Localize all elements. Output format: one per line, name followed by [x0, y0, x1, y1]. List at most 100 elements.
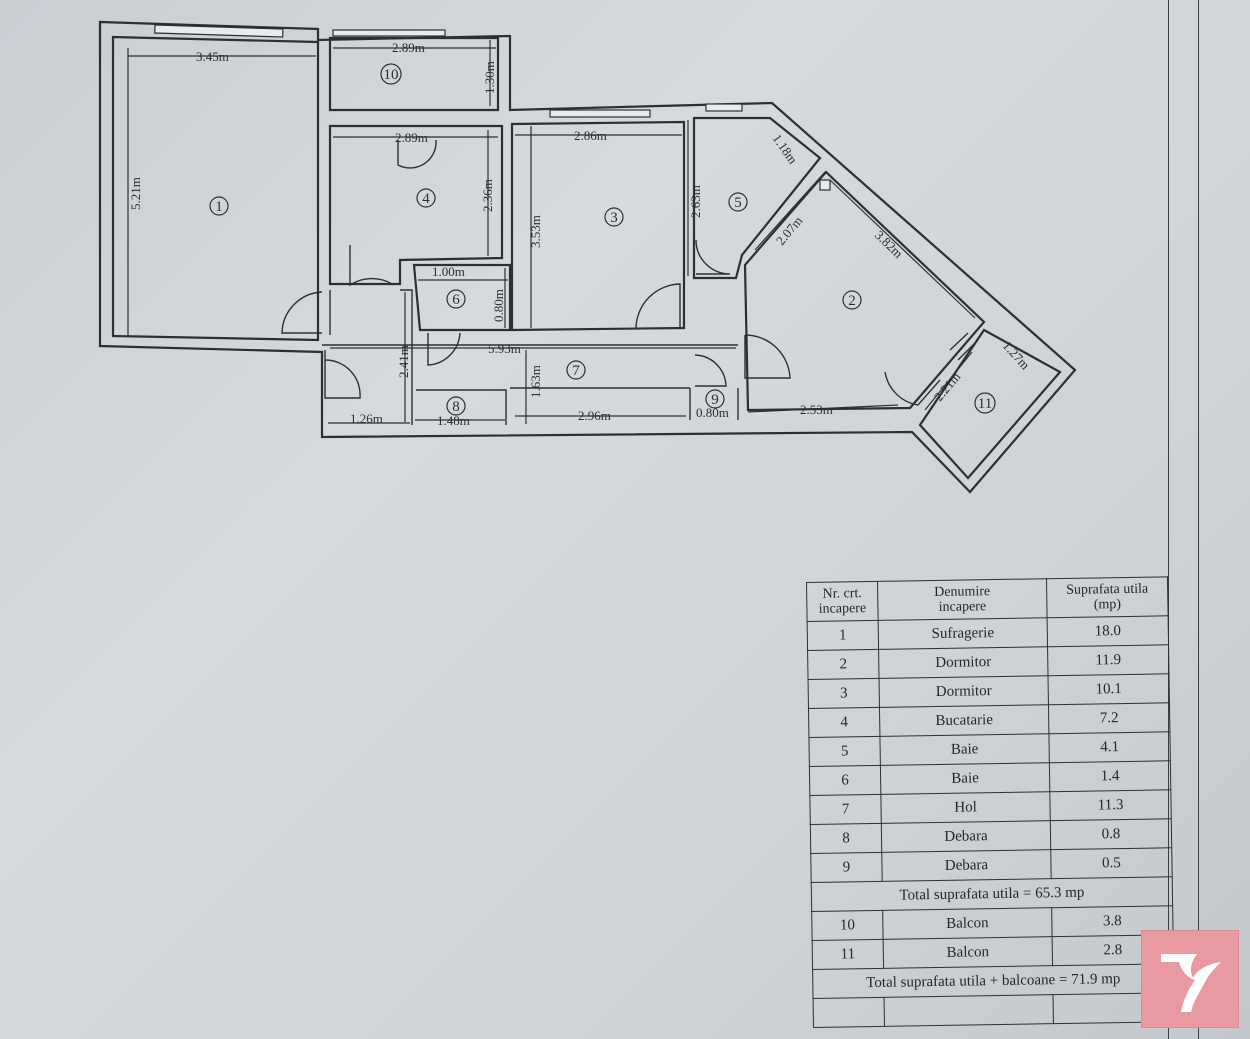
- cell-nr: 10: [811, 910, 884, 941]
- room-5-walls: [692, 116, 822, 280]
- svg-text:6: 6: [452, 292, 460, 308]
- dim-label: 1.26m: [350, 411, 383, 426]
- dim-label: 0.80m: [696, 405, 729, 420]
- cell-nr: 8: [810, 823, 882, 854]
- svg-text:1: 1: [215, 199, 223, 215]
- outer-wall: [98, 20, 1077, 494]
- dim-label: 1.00m: [432, 264, 465, 279]
- cell-name: Baie: [880, 762, 1050, 795]
- svg-text:2: 2: [848, 293, 856, 309]
- cell-nr: 11: [812, 939, 884, 970]
- header-nr: Nr. crt. incapere: [806, 581, 879, 622]
- dim-label: 2.21m: [931, 369, 964, 404]
- window: [549, 109, 651, 118]
- door: [949, 332, 976, 361]
- dim-label: 3.53m: [528, 215, 543, 248]
- bird-logo-icon: [1141, 930, 1239, 1028]
- svg-text:9: 9: [711, 392, 719, 408]
- door: [324, 350, 361, 399]
- cell-name: Baie: [879, 733, 1050, 766]
- room-10-walls: [328, 36, 500, 112]
- cell-name: Dormitor: [878, 646, 1049, 679]
- sheet-margin-line: [1168, 0, 1169, 1039]
- room-4-walls: [328, 124, 504, 286]
- door: [695, 239, 731, 275]
- door: [744, 334, 791, 379]
- dim-label: 2.41m: [396, 345, 411, 378]
- room-number-markers: 1 2 3 4 5 6 7 8 9 10 11: [209, 63, 996, 416]
- window: [819, 179, 831, 191]
- door: [884, 371, 941, 406]
- dim-label: 1.63m: [528, 365, 543, 398]
- cell-name: Dormitor: [879, 675, 1049, 708]
- dim-label: 5.21m: [128, 177, 143, 210]
- window: [705, 103, 743, 112]
- window: [332, 29, 446, 37]
- dim-label: 2.89m: [392, 40, 425, 55]
- dim-label: 2.53m: [800, 402, 833, 417]
- cell-nr: 2: [807, 649, 880, 680]
- cell-area: 0.8: [1050, 818, 1172, 850]
- cell-name: Hol: [880, 791, 1051, 824]
- dimension-lines: [127, 40, 976, 424]
- cell-area: 7.2: [1048, 702, 1170, 734]
- cell-nr: 5: [808, 736, 881, 767]
- dim-label: 1.30m: [482, 61, 497, 94]
- door: [349, 245, 393, 287]
- svg-text:4: 4: [422, 191, 430, 207]
- door: [281, 291, 323, 334]
- cell-nr: 1: [807, 620, 879, 651]
- cell-nr: 6: [809, 765, 881, 796]
- dim-label: 2.89m: [395, 130, 428, 145]
- cell-area: 11.3: [1049, 789, 1172, 821]
- svg-text:10: 10: [384, 67, 399, 83]
- dim-label: 2.96m: [578, 408, 611, 423]
- room-3-walls: [510, 120, 686, 332]
- dim-label: 2.63m: [688, 185, 703, 218]
- svg-text:7: 7: [572, 363, 580, 379]
- cell-area: 4.1: [1048, 731, 1171, 763]
- cell-nr: 4: [808, 707, 880, 738]
- cell-area: 1.4: [1049, 760, 1171, 792]
- cell-name: Debara: [881, 849, 1052, 882]
- cell-name: Balcon: [883, 936, 1053, 969]
- header-name: Denumire incapere: [877, 578, 1048, 621]
- table-header-row: Nr. crt. incapere Denumire incapere Supr…: [806, 576, 1169, 622]
- dim-label: 3.82m: [872, 227, 906, 261]
- window: [154, 24, 284, 38]
- room-6-walls: [412, 263, 512, 332]
- room-2-walls: [743, 170, 986, 412]
- dim-label: 5.93m: [488, 341, 521, 356]
- cell-name: Sufragerie: [878, 617, 1048, 650]
- svg-text:5: 5: [734, 195, 742, 211]
- cell-name: Balcon: [882, 907, 1053, 940]
- room-area-table: Nr. crt. incapere Denumire incapere Supr…: [806, 576, 1175, 1028]
- dim-label: 1.18m: [770, 131, 801, 167]
- cell-area: 10.1: [1048, 673, 1170, 705]
- dim-label: 0.80m: [491, 289, 506, 322]
- bird-logo-glyph: [1161, 954, 1221, 1012]
- door: [397, 139, 437, 169]
- header-area: Suprafata utila (mp): [1046, 576, 1169, 618]
- cell-nr: 9: [810, 852, 883, 883]
- door: [427, 332, 461, 366]
- cell-name: Debara: [881, 820, 1051, 853]
- cell-nr: 7: [809, 794, 882, 825]
- sheet-margin-line: [1198, 0, 1199, 1039]
- hall-partitions: [322, 289, 739, 425]
- dim-label: 2.07m: [773, 213, 806, 248]
- cell-area: 18.0: [1047, 615, 1169, 647]
- cell-name: Bucatarie: [879, 704, 1049, 737]
- table-row: [813, 992, 1175, 1028]
- door: [694, 354, 727, 387]
- dim-label: 1.48m: [437, 413, 470, 428]
- cell-area: 0.5: [1050, 847, 1173, 879]
- svg-text:3: 3: [610, 210, 618, 226]
- svg-text:8: 8: [452, 399, 460, 415]
- svg-text:11: 11: [978, 396, 992, 412]
- dim-label: 3.45m: [196, 49, 229, 64]
- cell-nr: 3: [808, 678, 880, 709]
- cell-area: 11.9: [1047, 644, 1169, 676]
- door: [635, 283, 681, 329]
